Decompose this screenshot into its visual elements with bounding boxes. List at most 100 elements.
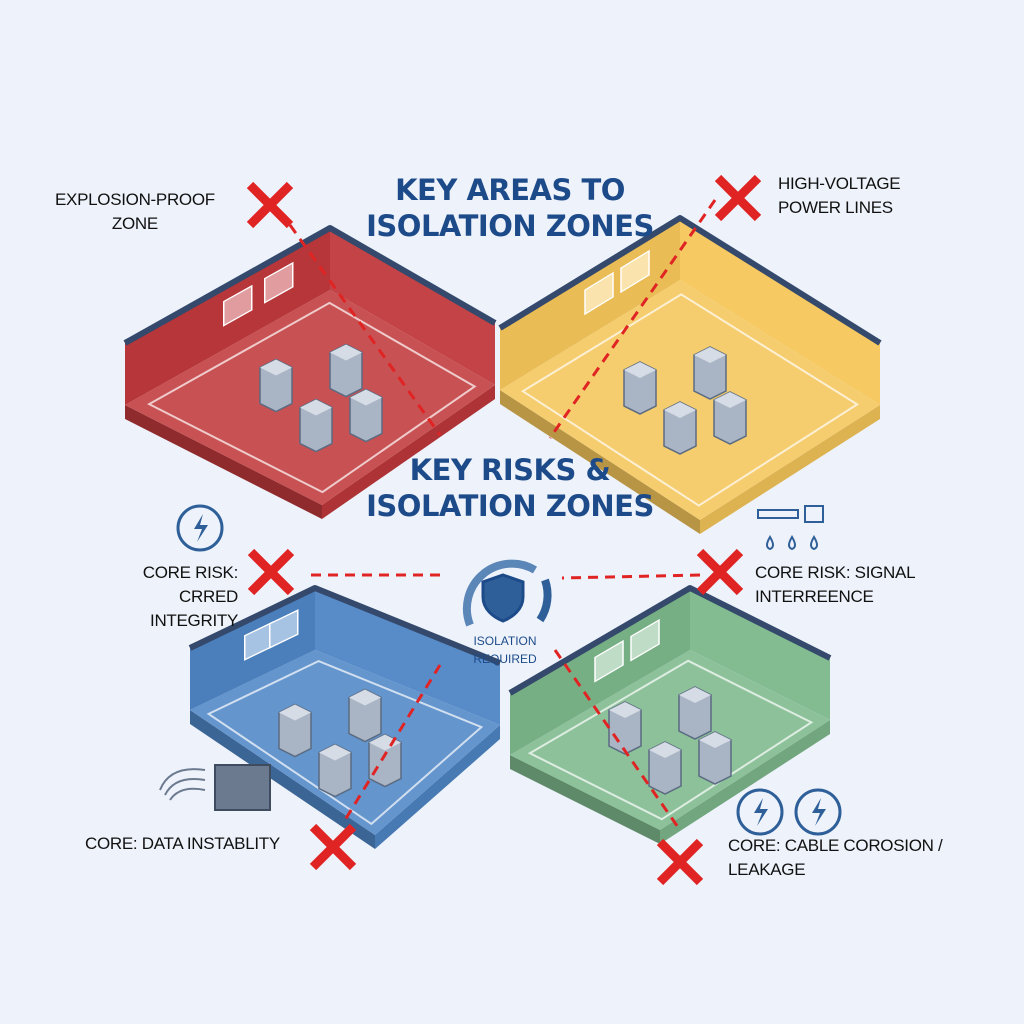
- window: [269, 609, 299, 649]
- red-x-icon: [656, 838, 704, 886]
- equipment-top: [279, 704, 311, 721]
- equipment-top: [350, 389, 382, 406]
- cable-connector-icon: [757, 509, 799, 519]
- equipment-top: [609, 702, 641, 718]
- zone-room-high-voltage: [498, 215, 882, 534]
- floor: [500, 280, 880, 520]
- equipment-top: [319, 744, 351, 761]
- red-x-icon: [247, 548, 295, 596]
- title-mid-line2: ISOLATION ZONES: [366, 489, 654, 523]
- equipment-top: [300, 399, 332, 416]
- equipment-top: [624, 362, 656, 378]
- water-drop-icon: [766, 535, 774, 551]
- floor-edge-right: [322, 385, 495, 519]
- back-wall-right: [680, 218, 880, 405]
- equipment-top: [649, 742, 681, 758]
- l1: CORE: CABLE COROSION /: [728, 836, 943, 855]
- isolation-required-label: ISOLATION REQUIRED: [450, 632, 560, 668]
- shield: [481, 573, 525, 623]
- x-stroke: [247, 548, 295, 596]
- iso-line2: REQUIRED: [473, 652, 537, 666]
- icon-ring: [794, 788, 842, 836]
- dashed-arrow: [561, 573, 701, 580]
- floor-edge-right: [375, 725, 500, 849]
- equipment-top: [699, 732, 731, 748]
- wall-top-edge: [508, 585, 832, 696]
- l1: EXPLOSION-PROOF: [55, 190, 215, 209]
- floor-edge-left: [510, 755, 660, 844]
- label-data-instability: CORE: DATA INSTABLITY: [85, 832, 280, 856]
- wall-top-edge: [498, 215, 882, 346]
- red-x-icon: [714, 174, 762, 222]
- label-core-risk-integrity: CORE RISK: CRRED INTEGRITY: [88, 561, 239, 633]
- x-stroke: [696, 548, 744, 596]
- l2: INTEGRITY: [150, 611, 238, 630]
- floor-edge-right: [700, 405, 880, 534]
- back-wall-right: [330, 228, 495, 385]
- equipment-top: [369, 734, 401, 751]
- cycle-arrow: [462, 559, 538, 627]
- dashed-arrow: [553, 649, 682, 831]
- equipment-top: [330, 344, 362, 361]
- floor: [510, 650, 830, 830]
- plug-icon: [804, 505, 824, 523]
- icon-glyph: [812, 798, 826, 826]
- floor-edge-left: [190, 710, 375, 849]
- water-drop-icon: [810, 535, 818, 551]
- iso-line1: ISOLATION: [473, 634, 537, 648]
- zone-room-explosion-proof: [123, 225, 497, 519]
- icon-ring: [176, 504, 224, 552]
- window: [223, 284, 253, 327]
- dashed-arrow: [548, 199, 717, 439]
- window: [594, 639, 624, 683]
- label-core-risk-signal: CORE RISK: SIGNAL INTERREENCE: [755, 561, 916, 609]
- window: [264, 261, 294, 304]
- red-x-icon: [246, 181, 294, 229]
- x-stroke: [309, 823, 357, 871]
- back-wall-right: [690, 588, 830, 720]
- floor-edge-left: [500, 390, 700, 534]
- icon-ring: [736, 788, 784, 836]
- shield-cycle-icon: [462, 559, 552, 627]
- red-x-icon: [696, 548, 744, 596]
- l1: CORE RISK: CRRED: [142, 563, 239, 606]
- title-mid: KEY RISKS & ISOLATION ZONES: [330, 452, 690, 524]
- water-drop-icon: [736, 788, 784, 836]
- water-drop-icon: [788, 535, 796, 551]
- l2: INTERREENCE: [755, 587, 874, 606]
- server-box-icon: [214, 764, 271, 811]
- title-top-line2: ISOLATION ZONES: [366, 209, 654, 243]
- zone-room-data-center: [188, 585, 502, 849]
- label-cable-corrosion: CORE: CABLE COROSION / LEAKAGE: [728, 834, 943, 882]
- l2: POWER LINES: [778, 198, 893, 217]
- x-stroke: [714, 174, 762, 222]
- window: [584, 271, 614, 316]
- cycle-arrow: [536, 578, 552, 623]
- equipment-top: [679, 687, 711, 703]
- l1: HIGH-VOLTAGE: [778, 174, 901, 193]
- equipment-top: [694, 347, 726, 363]
- floor-line: [527, 659, 814, 821]
- equipment-top: [664, 402, 696, 418]
- equipment-top: [714, 392, 746, 408]
- lightning-icon: [176, 504, 224, 552]
- equipment-top: [260, 359, 292, 376]
- equipment-top: [349, 689, 381, 706]
- label-high-voltage: HIGH-VOLTAGE POWER LINES: [778, 172, 901, 220]
- wall-top-edge: [123, 225, 497, 346]
- window: [620, 249, 650, 294]
- dashed-arrow: [343, 664, 442, 821]
- floor-edge-left: [125, 405, 322, 519]
- back-wall-right: [315, 588, 500, 725]
- l1: CORE RISK: SIGNAL: [755, 563, 916, 582]
- floor: [125, 290, 495, 505]
- window: [630, 618, 660, 662]
- red-x-icon: [309, 823, 357, 871]
- icon-glyph: [194, 514, 208, 542]
- l2: LEAKAGE: [728, 860, 806, 879]
- dashed-arrow: [288, 224, 442, 436]
- title-top-line1: KEY AREAS TO: [395, 173, 625, 207]
- x-stroke: [246, 181, 294, 229]
- floor-line: [146, 301, 477, 494]
